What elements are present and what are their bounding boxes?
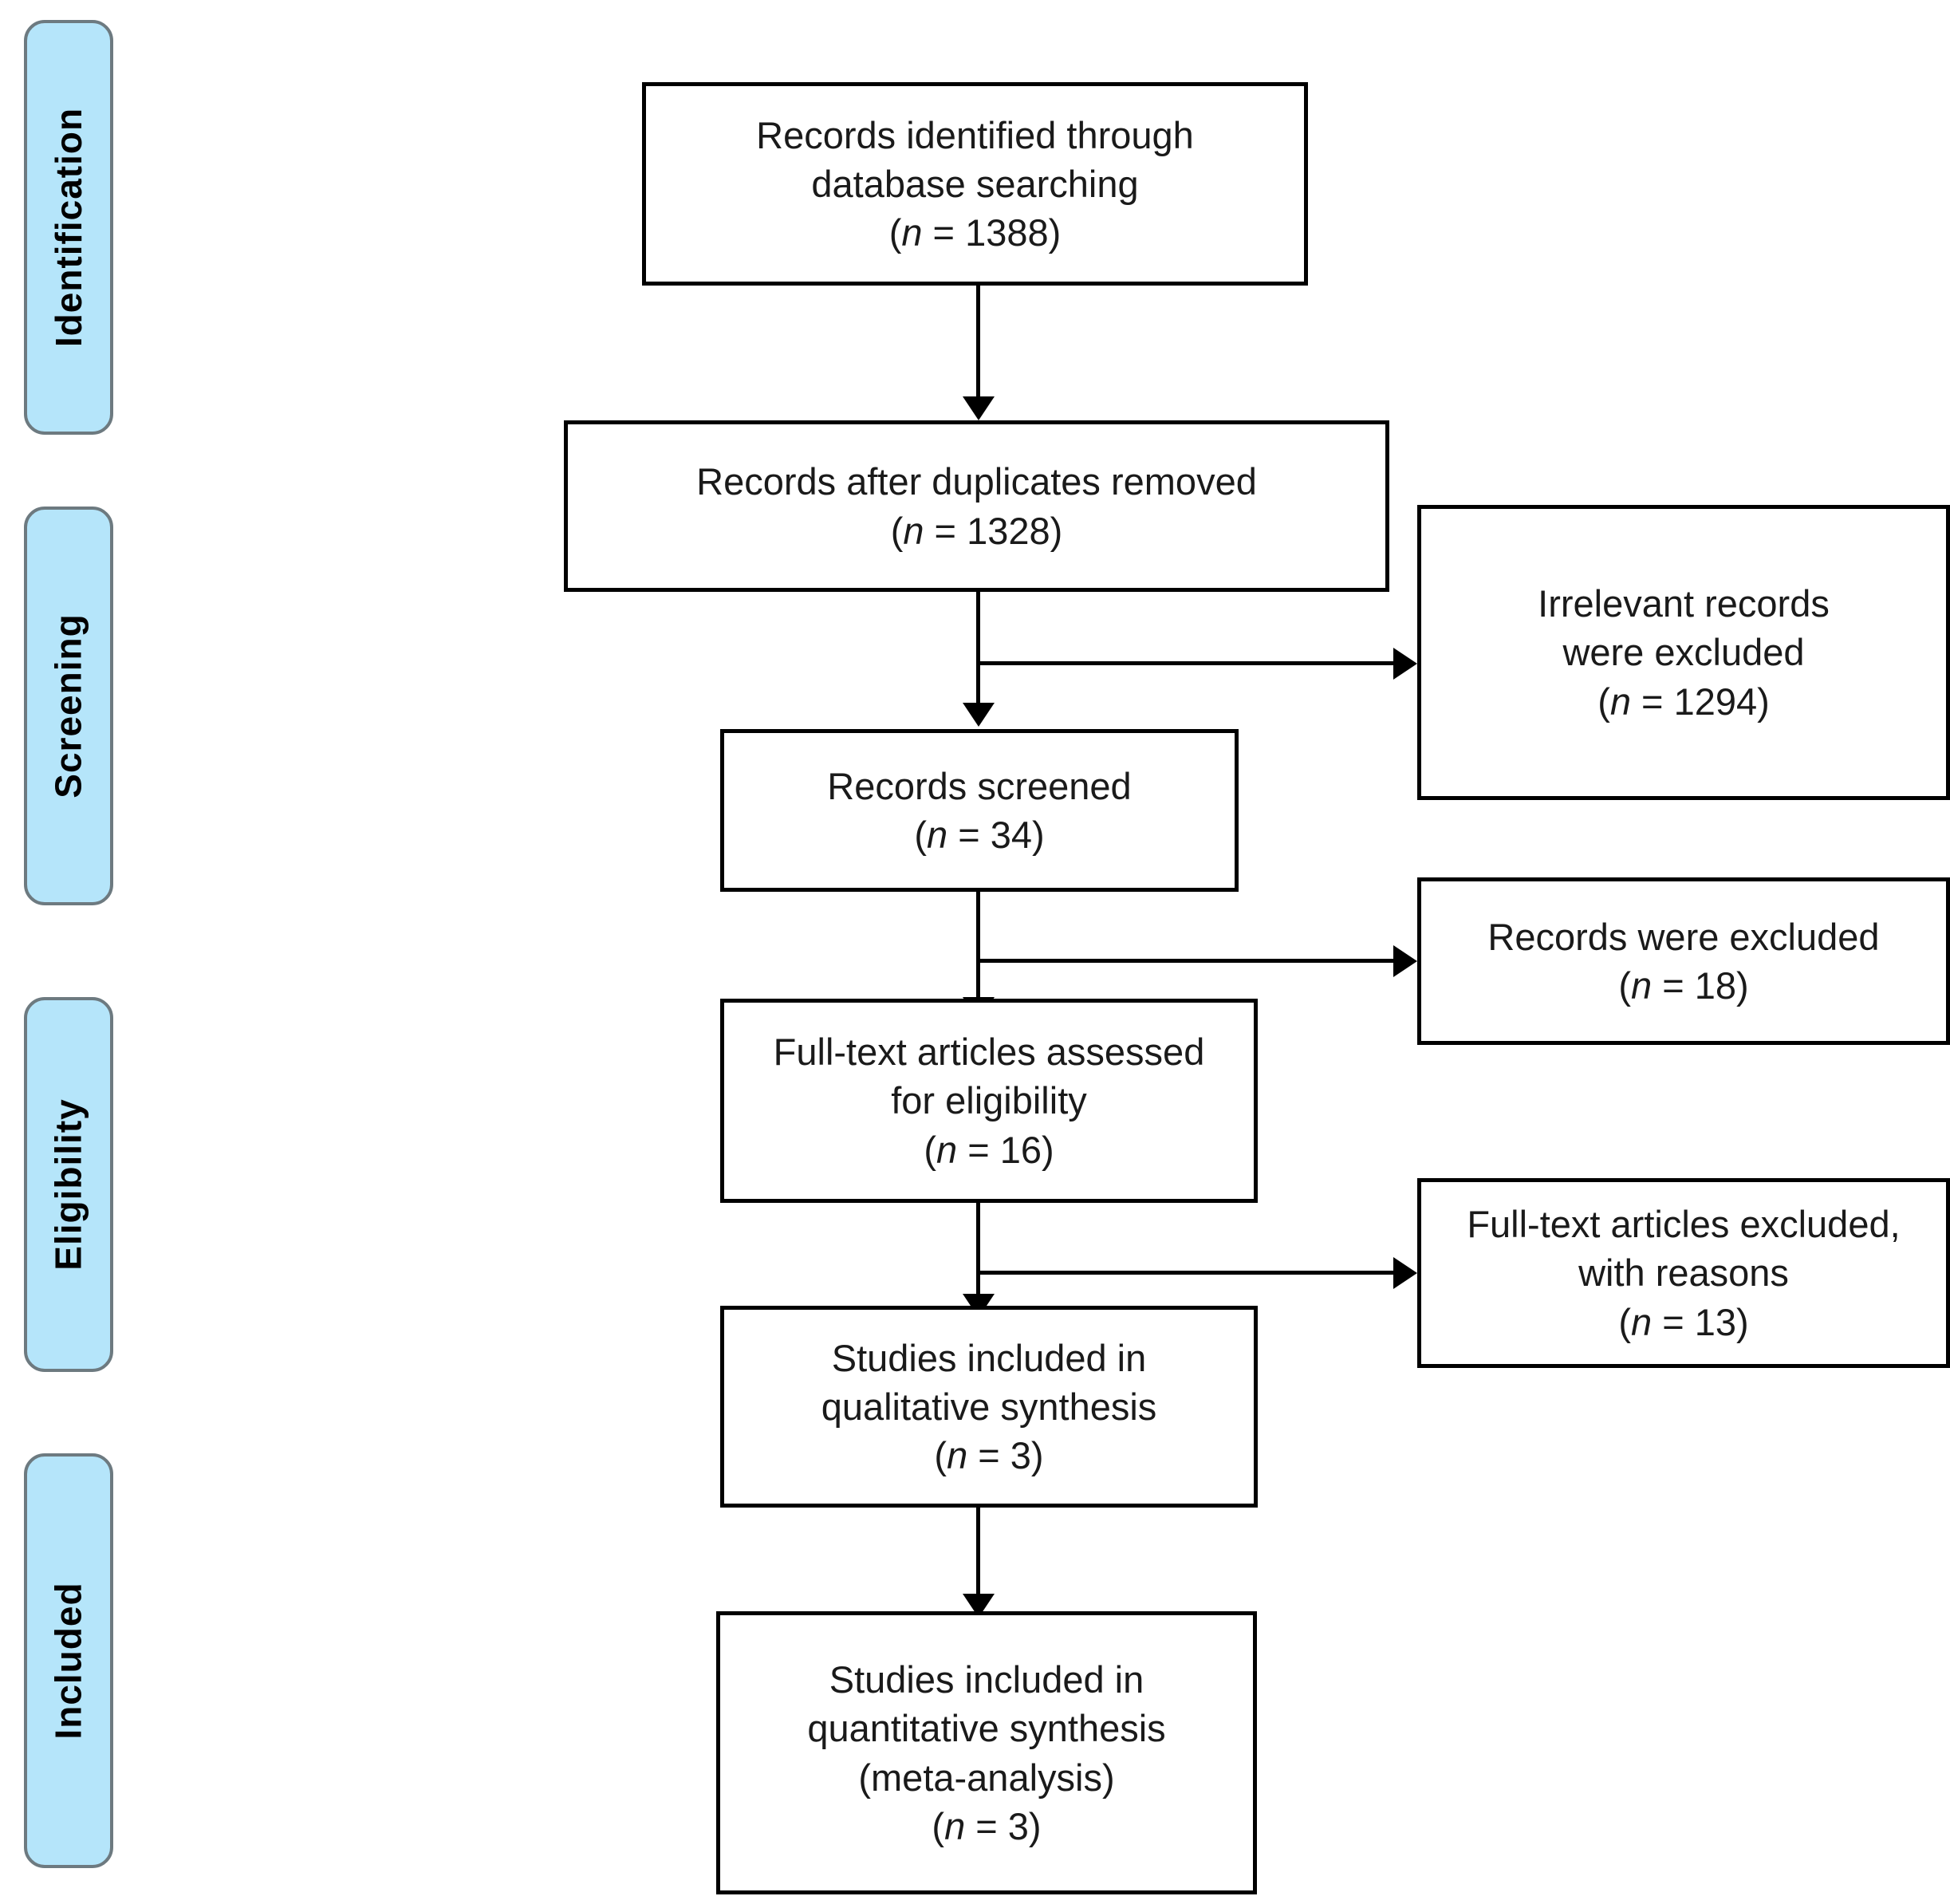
phase-label-eligibility: Eligibility bbox=[24, 997, 113, 1372]
box-quantitative-synthesis-count: (n = 3) bbox=[932, 1804, 1042, 1847]
box-records-after-duplicates-line1: Records after duplicates removed bbox=[696, 460, 1257, 503]
phase-label-identification: Identification bbox=[24, 20, 113, 435]
box-qualitative-synthesis-count: (n = 3) bbox=[934, 1434, 1044, 1477]
n-symbol: n bbox=[903, 509, 924, 552]
box-fulltext-assessed: Full-text articles assessed for eligibil… bbox=[720, 999, 1258, 1203]
box-qualitative-synthesis-line2: qualitative synthesis bbox=[821, 1385, 1157, 1428]
box-quantitative-synthesis: Studies included in quantitative synthes… bbox=[716, 1611, 1257, 1894]
n-symbol: n bbox=[944, 1804, 966, 1847]
box-records-after-duplicates-count: (n = 1328) bbox=[890, 509, 1063, 552]
phase-label-screening-text: Screening bbox=[48, 613, 90, 798]
phase-label-included: Included bbox=[24, 1453, 113, 1868]
box-qualitative-synthesis-line1: Studies included in bbox=[831, 1336, 1147, 1379]
n-symbol: n bbox=[947, 1434, 968, 1477]
connector-identified-to-duplicates bbox=[976, 286, 980, 401]
box-fulltext-assessed-line2: for eligibility bbox=[891, 1079, 1087, 1122]
box-fulltext-assessed-count: (n = 16) bbox=[924, 1128, 1054, 1171]
box-irrelevant-excluded-count: (n = 1294) bbox=[1597, 680, 1770, 723]
connector-duplicates-to-screened bbox=[976, 592, 980, 708]
n-symbol: n bbox=[927, 814, 948, 856]
arrowhead-duplicates-to-screened bbox=[963, 703, 995, 727]
box-quantitative-synthesis-line3: (meta-analysis) bbox=[858, 1756, 1115, 1799]
box-fulltext-excluded-line1: Full-text articles excluded, bbox=[1467, 1203, 1901, 1246]
arrowhead-duplicates-to-irrelevant bbox=[1393, 648, 1417, 680]
box-records-screened-count: (n = 34) bbox=[914, 814, 1045, 856]
phase-label-screening: Screening bbox=[24, 507, 113, 905]
phase-label-identification-text: Identification bbox=[48, 107, 90, 348]
box-irrelevant-excluded-line2: were excluded bbox=[1562, 631, 1805, 674]
n-symbol: n bbox=[1631, 964, 1653, 1007]
connector-screened-to-fulltext bbox=[976, 892, 980, 1003]
n-symbol: n bbox=[936, 1128, 958, 1171]
n-symbol: n bbox=[1609, 680, 1631, 723]
box-records-identified: Records identified through database sear… bbox=[642, 82, 1308, 286]
connector-fulltext-to-qualitative bbox=[976, 1203, 980, 1307]
connector-screened-to-excluded bbox=[976, 959, 1395, 963]
n-symbol: n bbox=[1631, 1300, 1653, 1343]
box-records-identified-line2: database searching bbox=[811, 162, 1139, 205]
box-qualitative-synthesis: Studies included in qualitative synthesi… bbox=[720, 1306, 1258, 1508]
arrowhead-screened-to-excluded bbox=[1393, 945, 1417, 977]
box-irrelevant-excluded: Irrelevant records were excluded (n = 12… bbox=[1417, 505, 1950, 800]
phase-label-eligibility-text: Eligibility bbox=[48, 1098, 89, 1271]
connector-qualitative-to-quantitative bbox=[976, 1508, 980, 1611]
box-records-identified-line1: Records identified through bbox=[756, 113, 1194, 156]
connector-duplicates-to-irrelevant bbox=[976, 661, 1395, 665]
box-fulltext-excluded-line2: with reasons bbox=[1578, 1252, 1789, 1295]
box-records-screened: Records screened (n = 34) bbox=[720, 729, 1239, 892]
phase-label-included-text: Included bbox=[48, 1582, 89, 1740]
box-records-identified-count: (n = 1388) bbox=[888, 211, 1062, 254]
box-records-excluded-count: (n = 18) bbox=[1618, 964, 1749, 1007]
n-symbol: n bbox=[901, 211, 923, 254]
arrowhead-fulltext-to-fulltext-excluded bbox=[1393, 1257, 1417, 1289]
box-fulltext-excluded: Full-text articles excluded, with reason… bbox=[1417, 1178, 1950, 1368]
box-irrelevant-excluded-line1: Irrelevant records bbox=[1538, 582, 1830, 625]
box-fulltext-assessed-line1: Full-text articles assessed bbox=[773, 1031, 1205, 1074]
box-records-excluded: Records were excluded (n = 18) bbox=[1417, 877, 1950, 1045]
arrowhead-identified-to-duplicates bbox=[963, 396, 995, 420]
box-fulltext-excluded-count: (n = 13) bbox=[1618, 1300, 1749, 1343]
box-quantitative-synthesis-line2: quantitative synthesis bbox=[807, 1707, 1166, 1750]
box-records-excluded-line1: Records were excluded bbox=[1487, 915, 1880, 958]
box-quantitative-synthesis-line1: Studies included in bbox=[829, 1658, 1144, 1701]
connector-fulltext-to-fulltext-excluded bbox=[976, 1271, 1395, 1275]
box-records-screened-line1: Records screened bbox=[827, 764, 1132, 807]
box-records-after-duplicates: Records after duplicates removed (n = 13… bbox=[564, 420, 1389, 592]
